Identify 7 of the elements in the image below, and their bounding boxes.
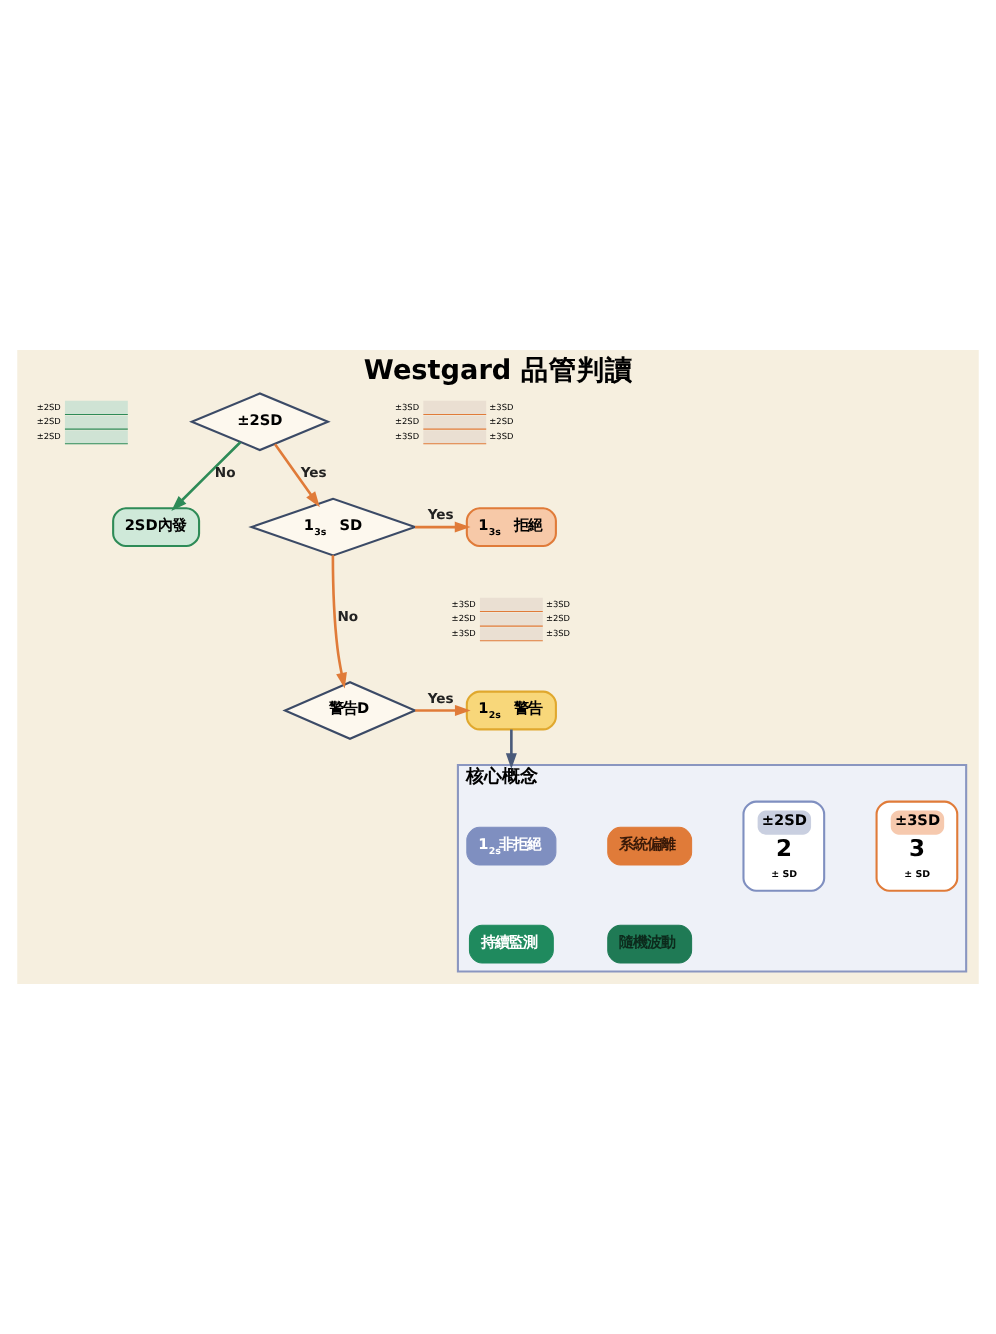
arrow (415, 521, 471, 533)
arrow (274, 443, 320, 508)
arrow (171, 441, 242, 511)
arrow (331, 555, 347, 689)
arrow (415, 704, 471, 716)
diagram-title: Westgard 品管判讀 (363, 355, 633, 388)
arrow (505, 729, 517, 769)
